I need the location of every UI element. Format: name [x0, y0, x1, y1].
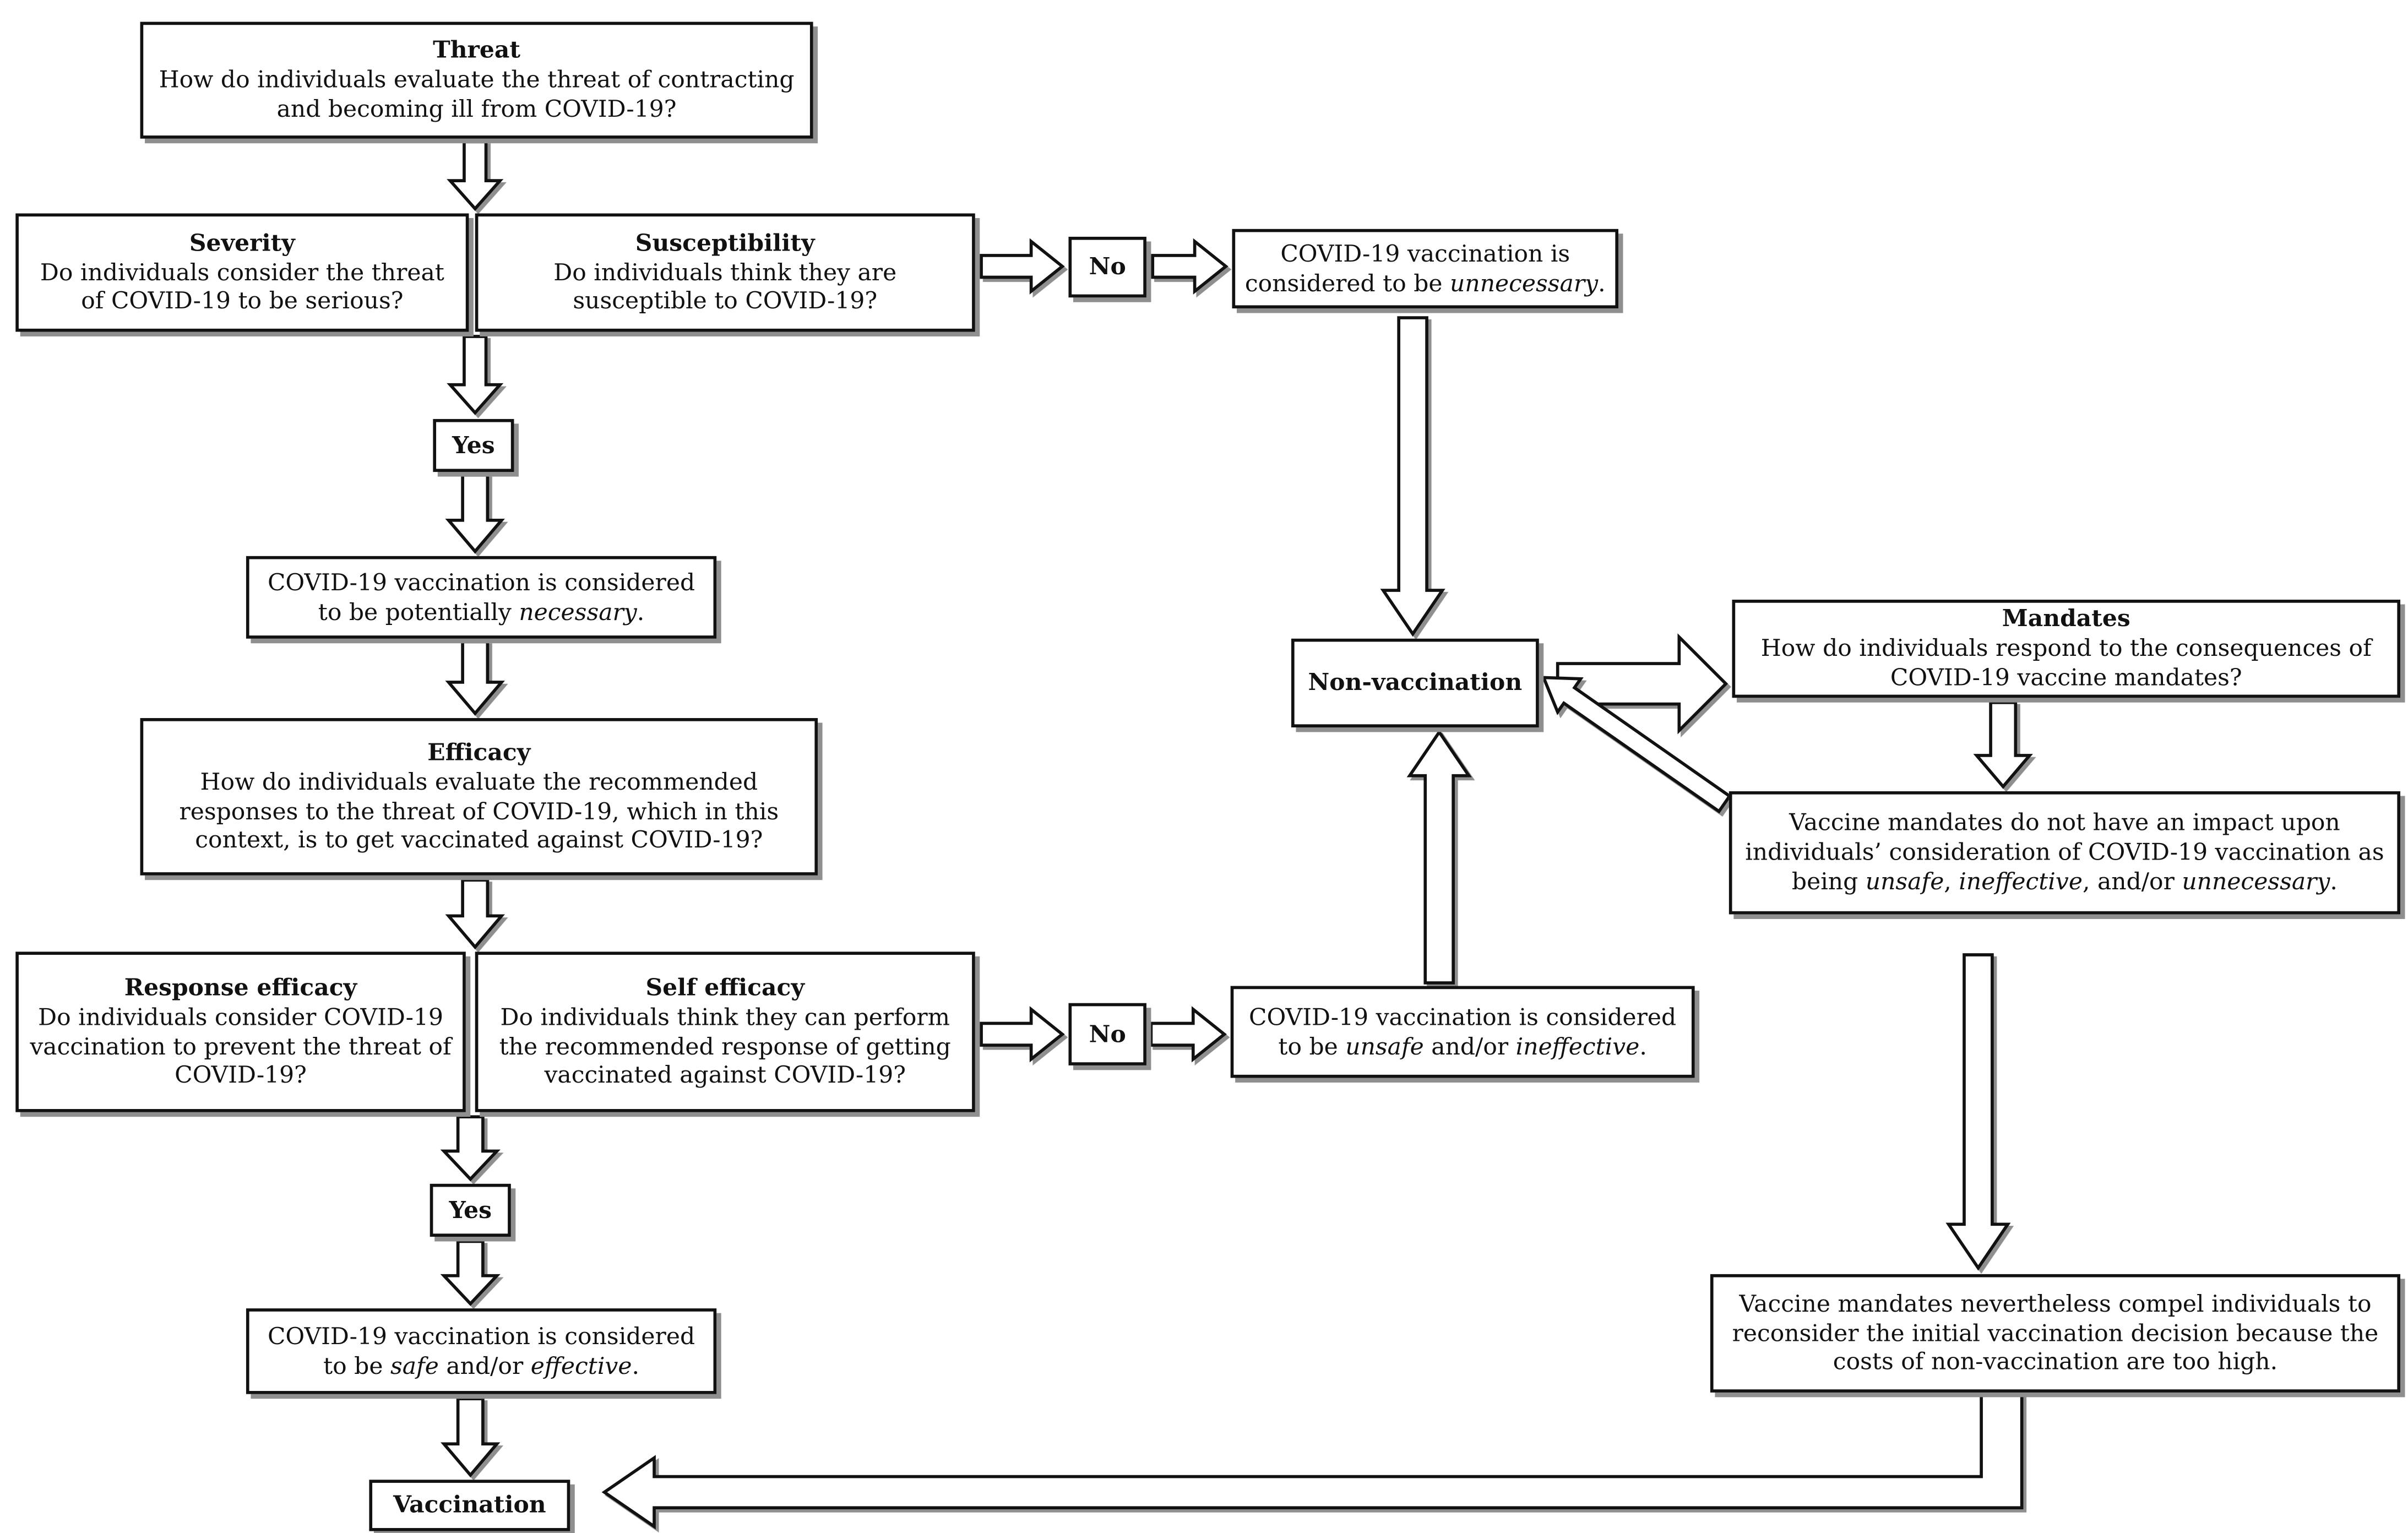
arrow-potentially-necessary-to-efficacy	[445, 640, 505, 716]
arrow-unsafe-to-non-vaccination	[1406, 729, 1472, 985]
node-no-threat: No	[1068, 236, 1146, 298]
arrow-susceptibility-to-no	[980, 238, 1065, 295]
node-threat-body: How do individuals evaluate the threat o…	[159, 65, 795, 123]
node-unsafe-ineffective: COVID-19 vaccination is considered to be…	[1230, 986, 1695, 1078]
arrow-yes-to-safe	[440, 1240, 501, 1306]
arrow-impact-to-compel	[1945, 953, 2011, 1271]
node-safe-effective-body: COVID-19 vaccination is considered to be…	[267, 1322, 695, 1379]
node-susceptibility-title: Susceptibility	[635, 228, 815, 257]
arrow-no-to-unnecessary	[1151, 238, 1229, 295]
arrow-efficacy-appraisal-to-yes	[440, 1115, 501, 1182]
node-efficacy: Efficacy How do individuals evaluate the…	[140, 718, 818, 876]
node-severity-title: Severity	[189, 228, 295, 257]
node-non-vaccination: Non-vaccination	[1291, 638, 1539, 728]
node-potentially-necessary-body: COVID-19 vaccination is considered to be…	[267, 568, 695, 626]
arrow-threat-to-appraisal	[447, 140, 504, 211]
node-severity-body: Do individuals consider the threat of CO…	[40, 258, 444, 316]
node-response-efficacy-title: Response efficacy	[124, 973, 357, 1002]
node-mandates-body: How do individuals respond to the conseq…	[1760, 634, 2372, 692]
node-unsafe-ineffective-body: COVID-19 vaccination is considered to be…	[1249, 1002, 1677, 1060]
node-vaccination-label: Vaccination	[393, 1491, 546, 1519]
node-non-vaccination-label: Non-vaccination	[1308, 668, 1523, 697]
node-mandates-no-impact: Vaccine mandates do not have an impact u…	[1728, 791, 2401, 915]
arrow-impact-to-non-vaccination	[1541, 676, 1732, 814]
arrow-safe-to-vaccination	[441, 1397, 501, 1478]
node-self-efficacy: Self efficacy Do individuals think they …	[475, 952, 975, 1112]
node-mandates-title: Mandates	[2002, 605, 2130, 633]
node-potentially-necessary: COVID-19 vaccination is considered to be…	[246, 556, 717, 639]
arrow-non-vaccination-to-mandates	[1556, 633, 1728, 735]
node-unnecessary: COVID-19 vaccination is considered to be…	[1232, 229, 1619, 309]
arrow-self-efficacy-to-no	[980, 1006, 1065, 1063]
node-no-threat-label: No	[1089, 252, 1126, 281]
node-response-efficacy: Response efficacy Do individuals conside…	[15, 952, 466, 1112]
node-mandates-no-impact-body: Vaccine mandates do not have an impact u…	[1745, 808, 2384, 896]
arrow-yes-to-potentially-necessary	[445, 473, 505, 554]
node-efficacy-body: How do individuals evaluate the recommen…	[179, 767, 779, 855]
node-threat: Threat How do individuals evaluate the t…	[140, 21, 813, 139]
node-yes-threat-label: Yes	[452, 431, 495, 459]
arrow-efficacy-to-efficacy-appraisal	[445, 878, 505, 950]
node-susceptibility: Susceptibility Do individuals think they…	[475, 213, 975, 332]
node-threat-title: Threat	[433, 36, 521, 64]
node-response-efficacy-body: Do individuals consider COVID-19 vaccina…	[30, 1002, 452, 1090]
arrow-compel-to-vaccination	[601, 1391, 2024, 1530]
node-no-efficacy: No	[1068, 1003, 1146, 1066]
node-self-efficacy-body: Do individuals think they can perform th…	[499, 1002, 951, 1090]
arrow-appraisal-to-yes	[447, 335, 504, 415]
node-severity: Severity Do individuals consider the thr…	[15, 213, 469, 332]
node-no-efficacy-label: No	[1089, 1019, 1126, 1048]
node-yes-threat: Yes	[433, 418, 514, 472]
node-yes-efficacy: Yes	[430, 1183, 511, 1237]
node-unnecessary-body: COVID-19 vaccination is considered to be…	[1244, 239, 1606, 297]
arrow-no-to-unsafe	[1149, 1006, 1227, 1063]
node-efficacy-title: Efficacy	[427, 738, 531, 766]
node-susceptibility-body: Do individuals think they are susceptibl…	[553, 258, 897, 316]
arrow-unnecessary-to-non-vaccination	[1380, 316, 1445, 637]
node-vaccination: Vaccination	[369, 1480, 570, 1531]
node-safe-effective: COVID-19 vaccination is considered to be…	[246, 1308, 717, 1394]
node-yes-efficacy-label: Yes	[449, 1195, 492, 1224]
arrow-mandates-to-impact	[1973, 700, 2033, 789]
node-mandates: Mandates How do individuals respond to t…	[1732, 600, 2401, 698]
node-mandates-compel: Vaccine mandates nevertheless compel ind…	[1710, 1274, 2401, 1393]
node-self-efficacy-title: Self efficacy	[645, 973, 805, 1002]
node-mandates-compel-body: Vaccine mandates nevertheless compel ind…	[1732, 1289, 2379, 1376]
